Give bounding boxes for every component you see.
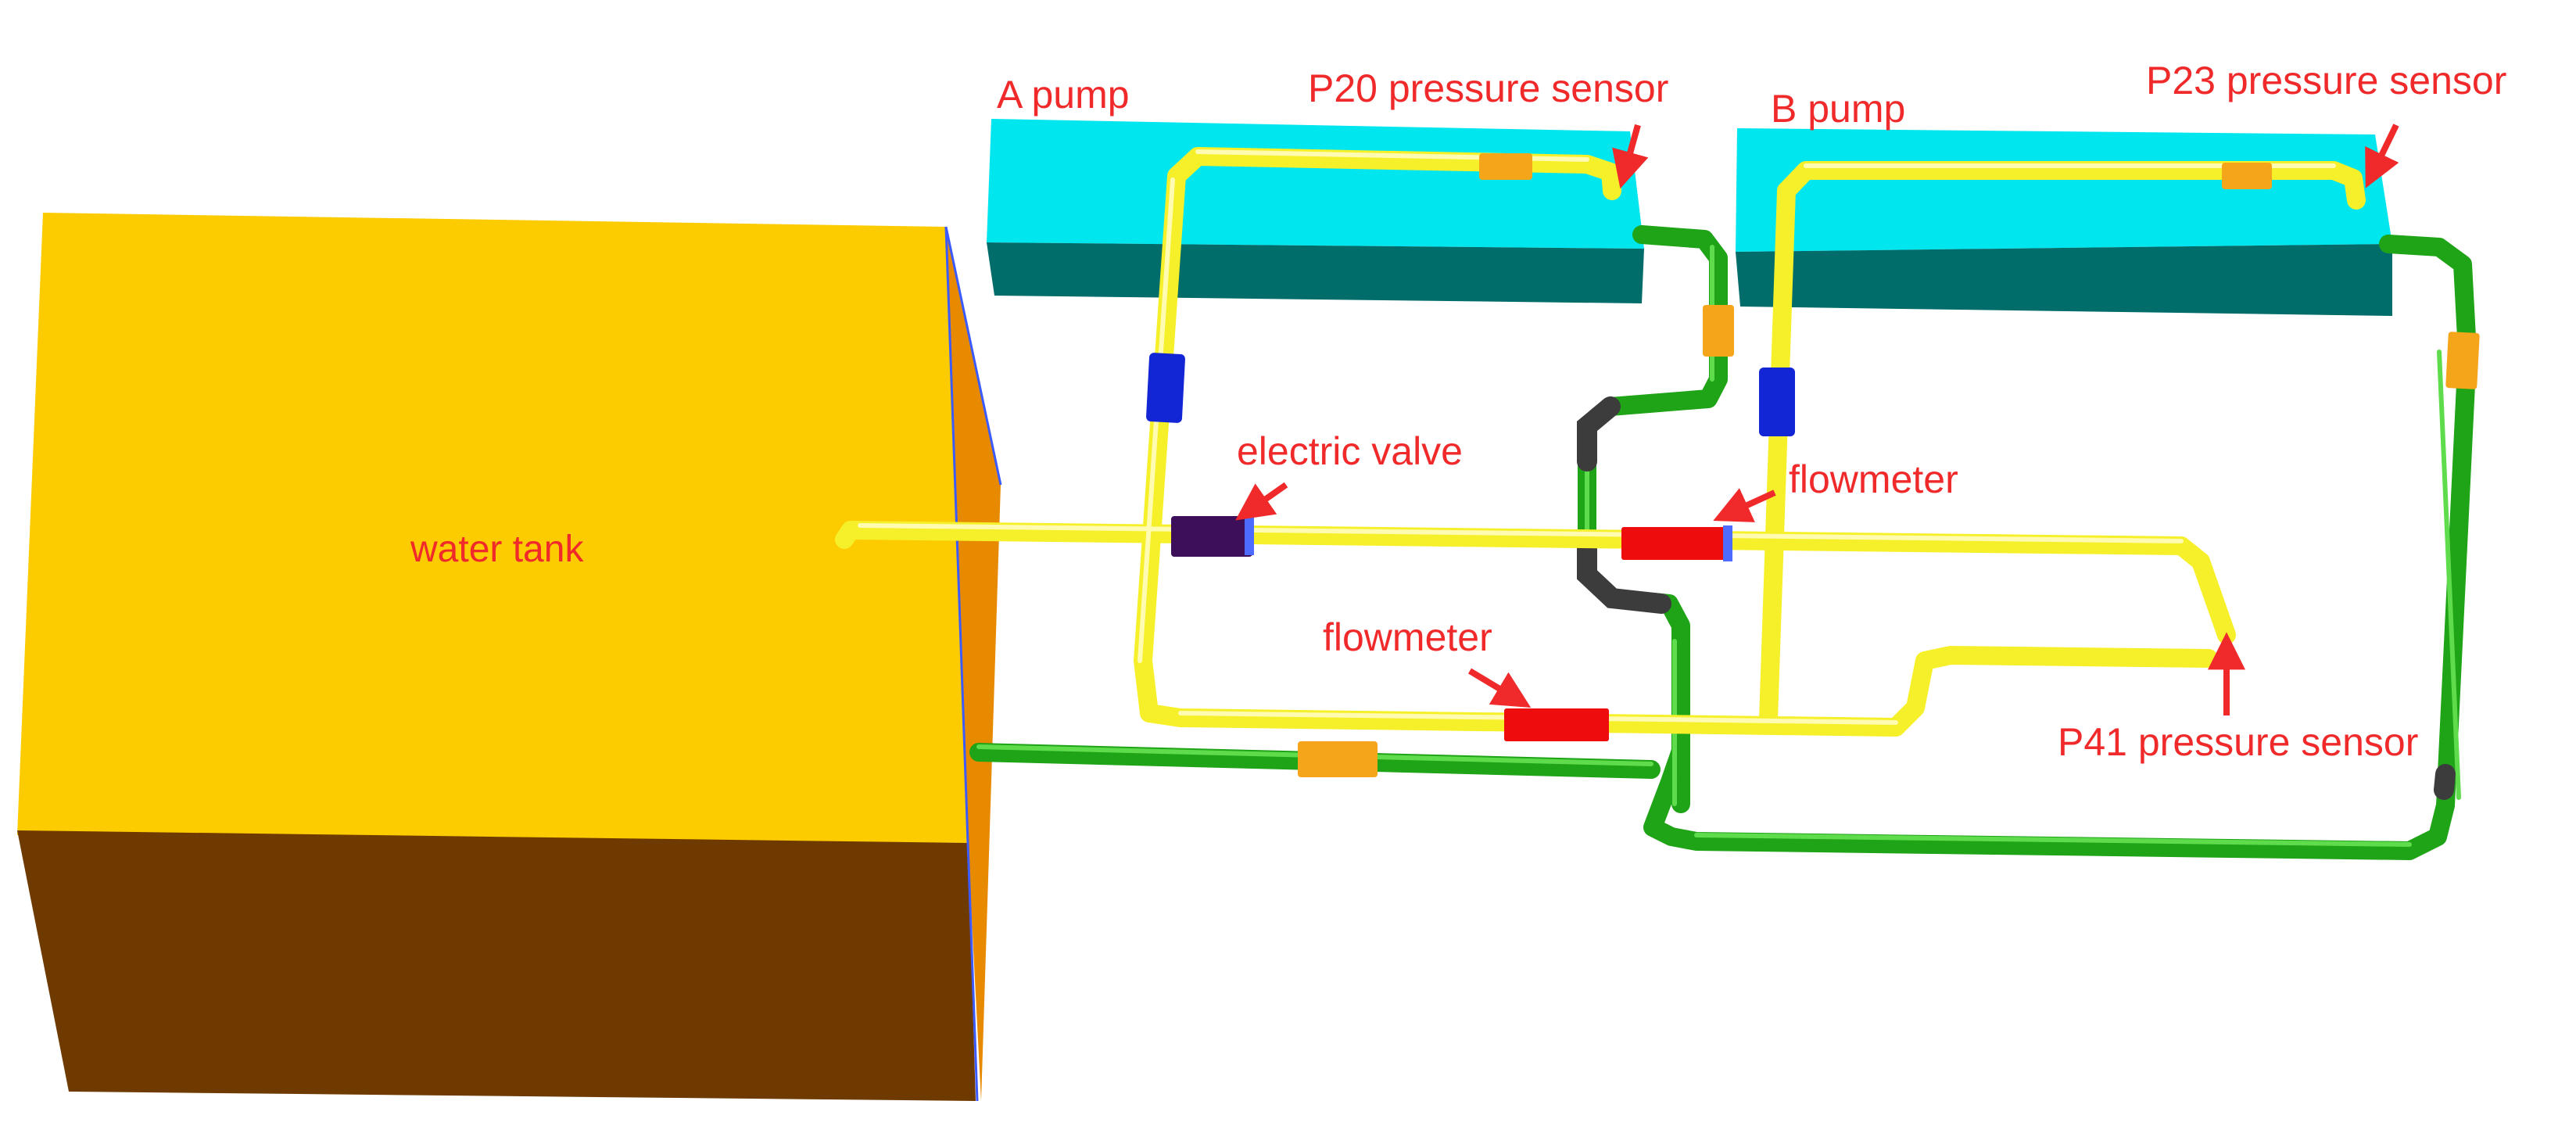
b-pump-top-face (1736, 128, 2392, 252)
electric-valve-label: electric valve (1237, 429, 1463, 473)
main-return-pipe (1643, 235, 2477, 860)
a-pump-label: A pump (997, 73, 1130, 117)
b-pump-body (1736, 128, 2392, 316)
water-tank-side-face (946, 227, 1001, 1101)
electric-valve-body (1171, 516, 1252, 557)
p41-sensor-label: P41 pressure sensor (2058, 720, 2418, 764)
pipe-components (1146, 153, 2480, 777)
p23-sensor-fitting (2222, 163, 2272, 189)
upper-flowmeter-body (1621, 527, 1728, 560)
a-pump-loop-pipe (1134, 147, 2218, 737)
lower-flowmeter-label: flowmeter (1323, 615, 1492, 659)
yellow-pipe-highlights (858, 149, 2336, 725)
p20-sensor-label: P20 pressure sensor (1308, 66, 1668, 110)
b-pump-blue-coupling (1759, 368, 1795, 436)
electric-valve-arrow (1235, 482, 1288, 521)
p20-sensor-fitting (1479, 153, 1532, 180)
water-tank-top-face (17, 213, 968, 843)
tank-return-fitting (1298, 741, 1378, 777)
b-pump-label: B pump (1771, 87, 1905, 131)
p23-arrow (2365, 124, 2399, 188)
water-tank-front-face (17, 830, 976, 1101)
diagram-labels: water tank A pump B pump P20 pressure se… (410, 59, 2506, 764)
a-pump-body (987, 119, 1644, 303)
lower-flowmeter-body (1504, 708, 1609, 741)
b-pump-front-face (1736, 244, 2392, 316)
a-pump-outlet-fitting (1703, 305, 1734, 357)
upper-flowmeter-arrow (1713, 488, 1776, 522)
upper-flowmeter-label: flowmeter (1789, 457, 1958, 501)
b-pump-loop-pipe (1759, 161, 2366, 729)
water-tank-label: water tank (410, 529, 584, 570)
p20-arrow (1612, 124, 1649, 189)
return-line-fitting (2445, 332, 2480, 389)
a-pump-front-face (987, 242, 1644, 303)
dark-elbow-fittings (1577, 396, 2456, 800)
water-tank (17, 213, 1002, 1102)
lower-flowmeter-arrow (1467, 668, 1532, 708)
main-inlet-pipe (835, 521, 2236, 644)
p23-sensor-label: P23 pressure sensor (2146, 59, 2506, 102)
yellow-pipe-network (835, 147, 2366, 737)
a-pump-top-face (987, 119, 1644, 249)
a-pump-blue-coupling (1146, 353, 1185, 423)
annotation-arrows (1235, 124, 2399, 715)
